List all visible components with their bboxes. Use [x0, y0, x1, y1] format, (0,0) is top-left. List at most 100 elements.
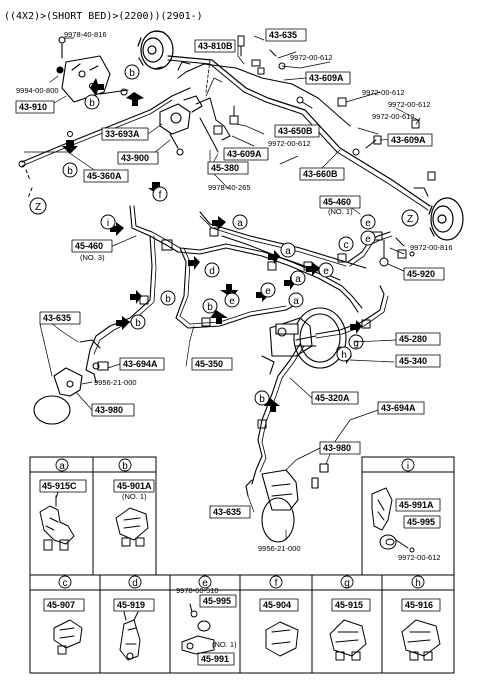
inset-letter-f: f: [275, 578, 278, 589]
label-45-460-no1: 45-460: [323, 197, 351, 207]
callout-b-4: b: [165, 294, 171, 305]
rear-drum-right: [428, 197, 464, 241]
fasteners-top: [213, 35, 436, 197]
inset-a-part2: 45-901A: [117, 481, 152, 491]
diagram-title: ((4X2)>(SHORT BED)>(2200))(2901-): [4, 11, 203, 22]
label-45-280: 45-280: [399, 334, 427, 344]
inset-letter-g: g: [344, 578, 350, 589]
inset-f-part: 45-904: [263, 600, 291, 610]
label-45-340: 45-340: [399, 356, 427, 366]
label-9972-00-612-c: 9972-00-612: [388, 100, 431, 109]
inset-d-part: 45-919: [117, 600, 145, 610]
bracket-43-910: [56, 36, 111, 103]
label-45-920: 45-920: [407, 269, 435, 279]
label-9956-21-000-right: 9956-21-000: [258, 544, 301, 553]
label-33-693A: 33-693A: [105, 129, 140, 139]
inset-g-part: 45-915: [335, 600, 363, 610]
callout-e-2: e: [265, 286, 271, 297]
callout-z-2: Z: [407, 214, 413, 225]
callout-d: d: [209, 266, 215, 277]
callout-e-5: e: [365, 234, 371, 245]
callout-h: h: [341, 350, 347, 361]
label-43-635-left: 43-635: [43, 313, 71, 323]
part-labels: [15, 28, 445, 519]
callout-a-2: a: [285, 246, 291, 257]
callout-e-1: e: [229, 296, 235, 307]
inset-h-part: 45-916: [405, 600, 433, 610]
rear-brake-assembly: [18, 30, 464, 241]
label-9972-00-612-e: 9972-00-612: [268, 139, 311, 148]
inset-e-bolt: 9978-60-510: [176, 586, 219, 595]
lspv-valve: [159, 95, 203, 156]
inset-e-part1: 45-995: [203, 596, 231, 606]
inset-a-part1: 45-915C: [42, 481, 77, 491]
label-43-609A-b: 43-609A: [391, 135, 426, 145]
label-45-380: 45-380: [211, 163, 239, 173]
inset-e-part2: 45-991: [201, 654, 229, 664]
label-45-360A: 45-360A: [87, 171, 122, 181]
label-43-609A-c: 43-609A: [227, 149, 262, 159]
front-brake-assembly: [33, 205, 415, 543]
inset-letter-i: i: [407, 461, 409, 472]
front-right-disc: [245, 463, 329, 543]
callout-e-4: e: [365, 218, 371, 229]
callout-b-1: b: [129, 68, 135, 79]
callout-b-5: b: [135, 318, 141, 329]
label-no1-a: (NO. 1): [328, 207, 353, 216]
label-43-900: 43-900: [121, 153, 149, 163]
label-9972-00-816: 9972-00-816: [410, 243, 453, 252]
inset-c-part: 45-907: [47, 600, 75, 610]
label-9994-00-800: 9994-00-800: [16, 86, 59, 95]
label-9972-00-612-a: 9972-00-612: [290, 53, 333, 62]
label-43-609A-a: 43-609A: [309, 73, 344, 83]
label-9972-00-612-b: 9972-00-612: [362, 88, 405, 97]
label-43-810B: 43-810B: [198, 41, 233, 51]
callout-e-3: e: [323, 266, 329, 277]
detail-insets: a b i c d e f g h 45-915C 45-901A: [29, 456, 455, 674]
callout-z-1: Z: [35, 202, 41, 213]
front-left-disc: [33, 339, 109, 425]
inset-letter-d: d: [132, 578, 138, 589]
label-9956-21-000-left: 9956-21-000: [94, 378, 137, 387]
inset-letter-e: e: [202, 578, 208, 589]
label-43-910: 43-910: [19, 102, 47, 112]
label-43-650B: 43-650B: [278, 126, 313, 136]
inset-i-part2: 45-995: [407, 517, 435, 527]
master-cylinder-booster: [261, 307, 347, 375]
callout-a-4: a: [293, 296, 299, 307]
rear-drum-left: [137, 30, 174, 70]
label-45-460-no3: 45-460: [75, 241, 103, 251]
inset-letter-a: a: [59, 461, 65, 472]
inset-drawings: [39, 487, 441, 661]
callout-c: c: [344, 240, 349, 251]
label-43-980-right: 43-980: [323, 443, 351, 453]
label-43-635-top: 43-635: [269, 30, 297, 40]
callout-b-3: b: [67, 166, 73, 177]
inset-i-bolt: 9972-00-612: [398, 553, 441, 562]
label-45-320A: 45-320A: [315, 393, 350, 403]
label-9972-00-612-d: 9972-00-612: [372, 112, 415, 121]
label-43-980-left: 43-980: [95, 405, 123, 415]
inset-a-note: (NO. 1): [122, 492, 147, 501]
label-43-694A-left: 43-694A: [123, 359, 158, 369]
callout-b-6: b: [207, 302, 213, 313]
inset-letter-h: h: [415, 578, 421, 589]
callout-circles: b b b Z f i a d b b b e a a e a e c e e …: [29, 64, 419, 406]
callout-b-7: b: [259, 394, 265, 405]
label-9978-40-265: 9978-40-265: [208, 183, 251, 192]
label-43-694A-right: 43-694A: [381, 403, 416, 413]
label-43-635-bottom: 43-635: [213, 507, 241, 517]
callout-a-3: a: [295, 274, 301, 285]
callout-b-2: b: [89, 98, 95, 109]
callout-i: i: [107, 218, 109, 229]
label-45-350: 45-350: [195, 359, 223, 369]
inset-i-part1: 45-991A: [399, 500, 434, 510]
label-43-660B: 43-660B: [303, 169, 338, 179]
part-label-text: 43-635 9978-40-816 43-810B 9972-00-612 4…: [16, 30, 453, 553]
label-no3: (NO. 3): [80, 253, 105, 262]
label-9978-40-816: 9978-40-816: [64, 30, 107, 39]
callout-f: f: [159, 190, 162, 201]
inset-letter-c: c: [63, 578, 68, 589]
inset-letter-b: b: [122, 461, 128, 472]
